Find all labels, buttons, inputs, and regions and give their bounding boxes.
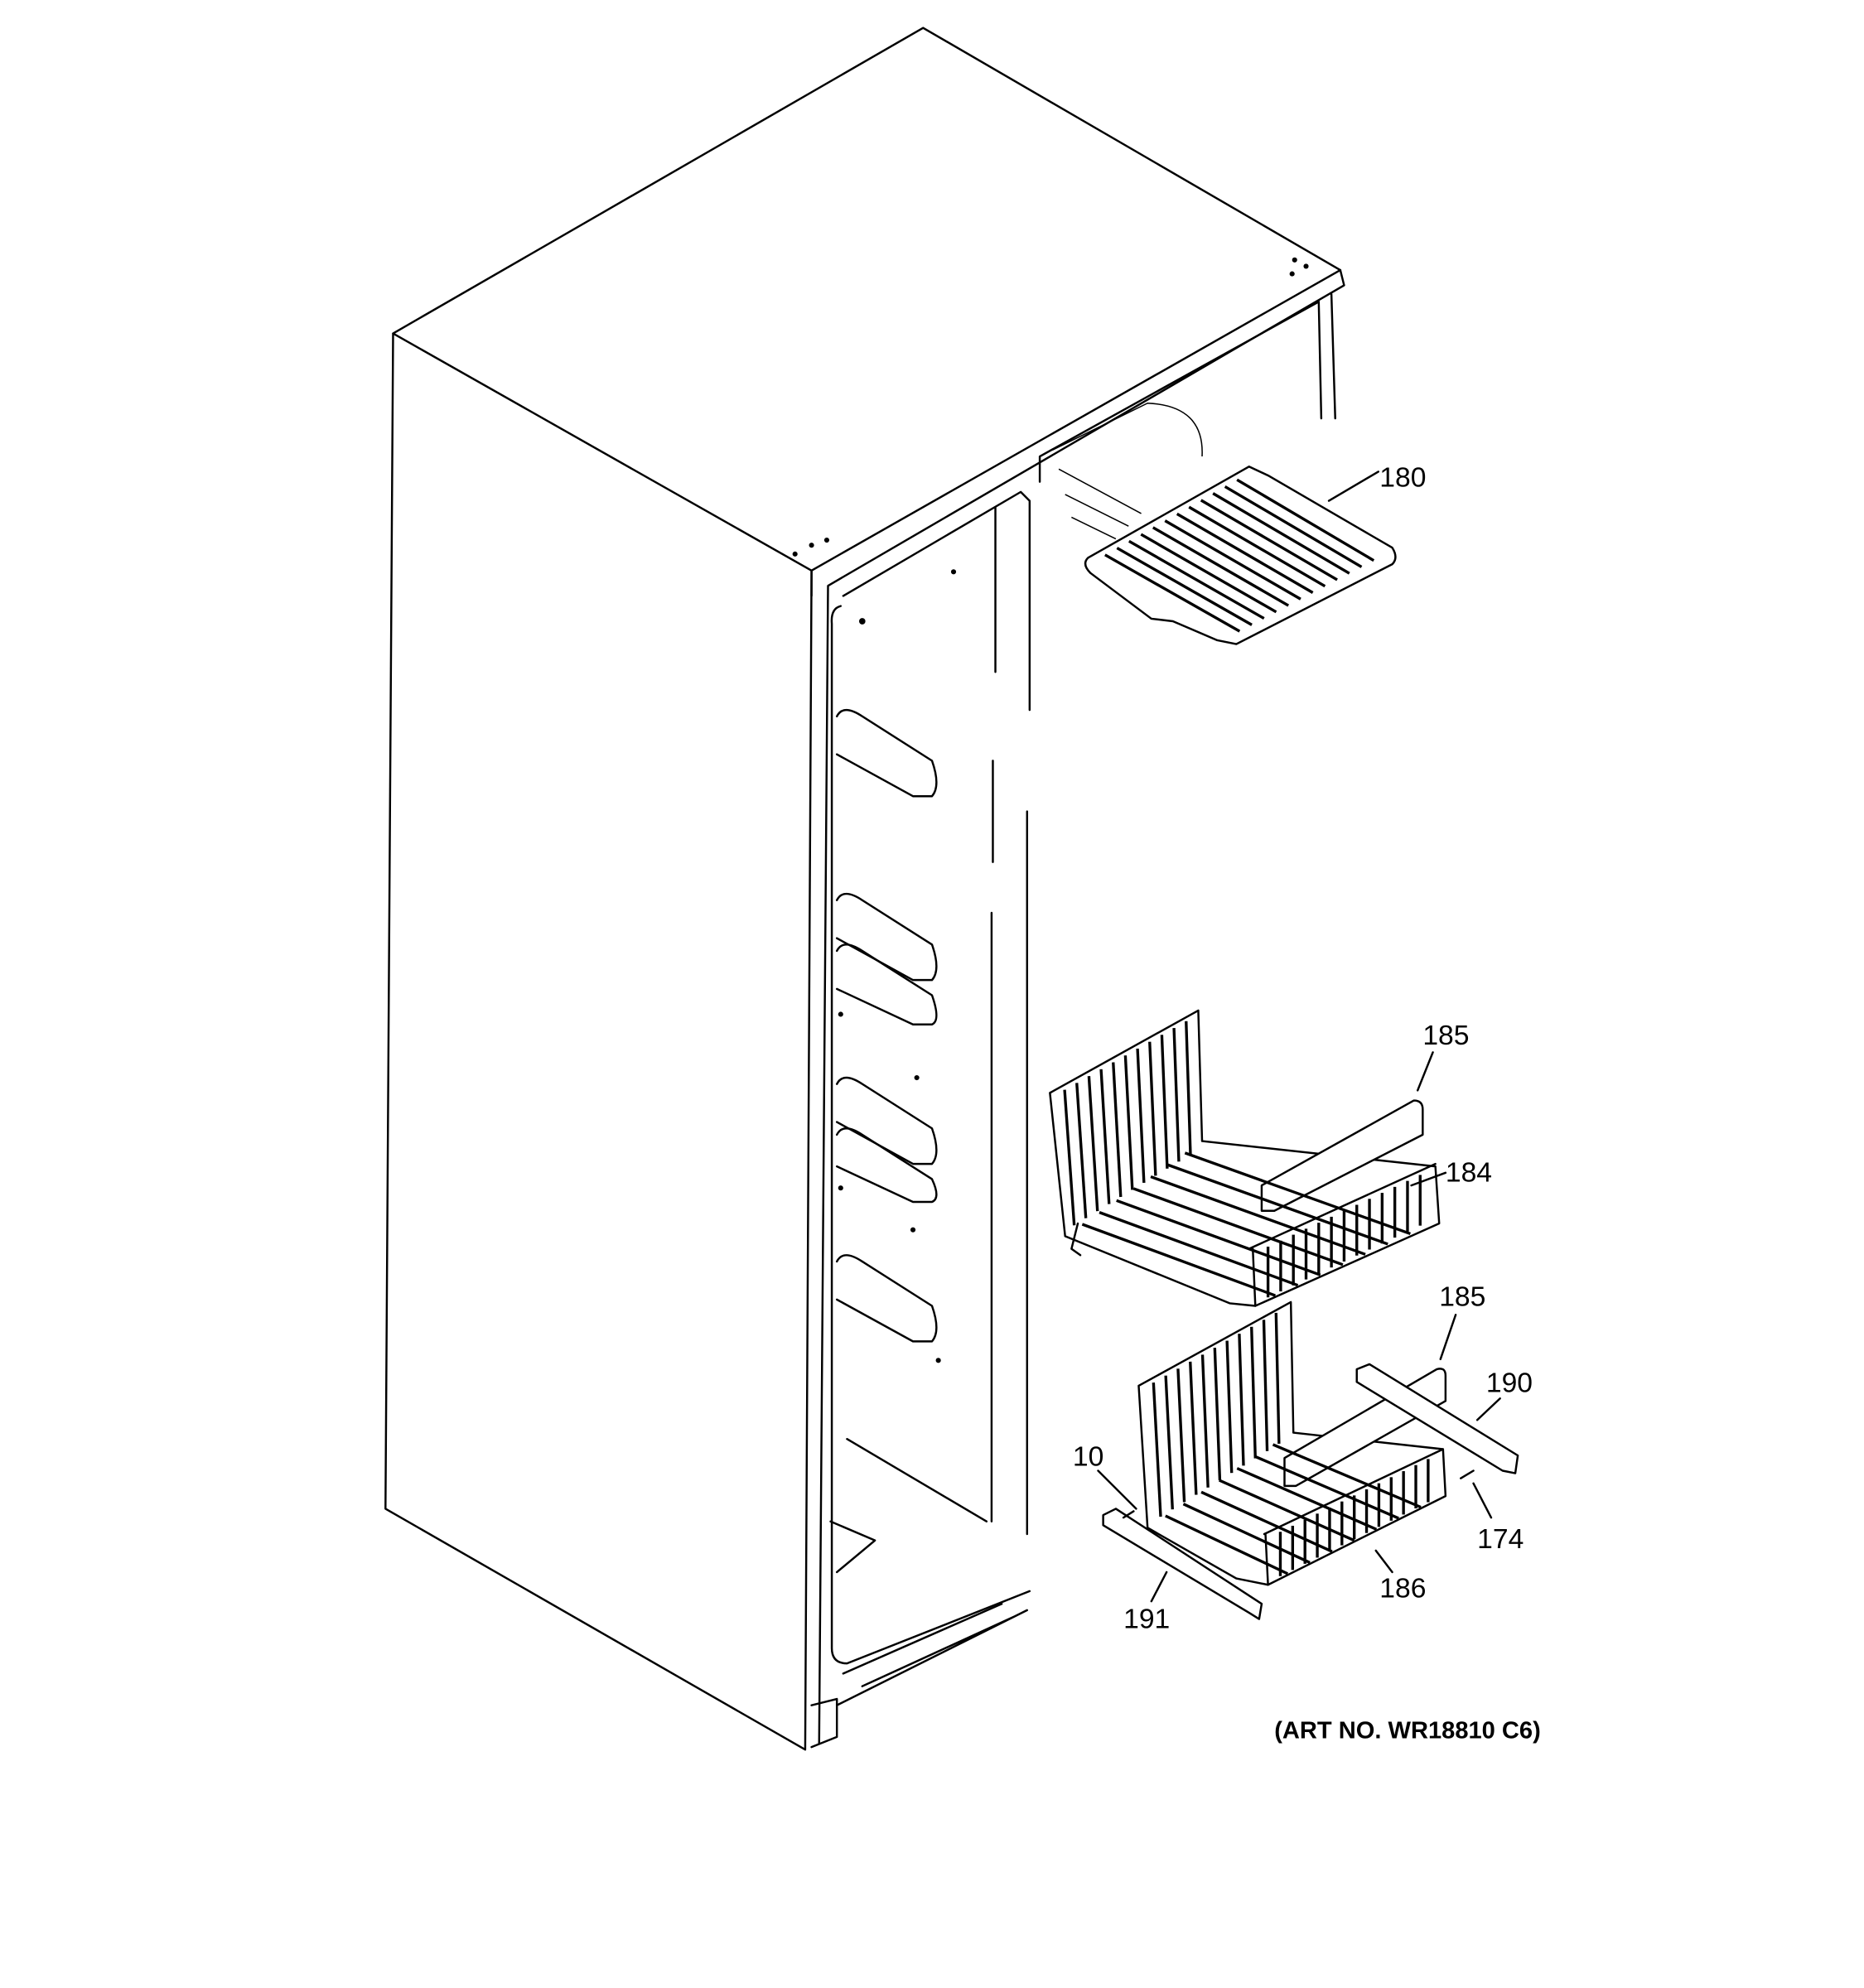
basket-wire bbox=[1136, 1048, 1146, 1184]
shelf-wire bbox=[1104, 553, 1241, 633]
basket-floor-wire bbox=[1081, 1223, 1276, 1297]
basket-wire bbox=[1274, 1312, 1281, 1445]
shelf-wire bbox=[1128, 539, 1265, 620]
label-191: 191 bbox=[1123, 1604, 1170, 1634]
basket-wire bbox=[1189, 1361, 1198, 1495]
basket-floor-wire bbox=[1200, 1490, 1333, 1553]
cabinet-top bbox=[392, 27, 1342, 572]
leader-184 bbox=[1410, 1171, 1447, 1187]
label-10: 10 bbox=[1073, 1441, 1103, 1472]
basket-wire bbox=[1172, 1028, 1181, 1162]
basket-184 bbox=[1049, 1009, 1441, 1307]
leader-191 bbox=[1150, 1571, 1168, 1603]
freezer-ceiling bbox=[1052, 402, 1203, 540]
label-186: 186 bbox=[1379, 1574, 1426, 1604]
handle-185-upper bbox=[1260, 1099, 1424, 1212]
basket-wire bbox=[1148, 1041, 1157, 1176]
basket-floor-wire bbox=[1150, 1175, 1366, 1256]
basket-wire bbox=[1160, 1035, 1169, 1169]
cabinet-left-side bbox=[384, 332, 813, 1751]
basket-wire bbox=[1225, 1340, 1234, 1474]
basket-wire bbox=[1063, 1089, 1076, 1226]
shelf-wire bbox=[1164, 519, 1301, 601]
label-174: 174 bbox=[1477, 1524, 1524, 1555]
basket-floor-wire bbox=[1184, 1151, 1411, 1236]
freezer-liner bbox=[830, 605, 1031, 1665]
liner-top-edge bbox=[842, 301, 1321, 1536]
label-185-lower: 185 bbox=[1439, 1282, 1485, 1313]
leader-185a bbox=[1416, 1051, 1434, 1092]
leader-180 bbox=[1327, 470, 1379, 502]
basket-floor-wire bbox=[1132, 1187, 1344, 1267]
rail-191 bbox=[1102, 1508, 1263, 1620]
basket-wire bbox=[1112, 1062, 1123, 1198]
refrigerator-cabinet bbox=[384, 27, 1345, 1751]
basket-floor-wire bbox=[1272, 1443, 1422, 1509]
shelf-wire bbox=[1236, 478, 1375, 562]
wire-shelf-180 bbox=[1084, 466, 1397, 645]
leader-190 bbox=[1475, 1397, 1501, 1421]
shelf-wire bbox=[1200, 499, 1338, 581]
basket-floor-wire bbox=[1167, 1163, 1388, 1246]
shelf-wire bbox=[1140, 533, 1277, 614]
door-hinge bbox=[810, 1602, 1029, 1749]
basket-wire bbox=[1185, 1021, 1192, 1155]
basket-floor-wire bbox=[1099, 1211, 1299, 1287]
basket-wire bbox=[1099, 1069, 1111, 1204]
basket-wire bbox=[1250, 1326, 1257, 1459]
basket-floor-wire bbox=[1182, 1503, 1311, 1564]
basket-wire bbox=[1238, 1334, 1245, 1466]
basket-wire bbox=[1152, 1382, 1162, 1518]
label-190: 190 bbox=[1486, 1368, 1533, 1399]
shelf-wire bbox=[1152, 526, 1290, 607]
label-185-upper: 185 bbox=[1422, 1021, 1469, 1051]
basket-floor-wire bbox=[1218, 1479, 1355, 1542]
leader-186 bbox=[1374, 1549, 1393, 1574]
basket-floor-wire bbox=[1236, 1467, 1378, 1531]
cabinet-front-frame bbox=[810, 268, 1345, 1744]
frame-right-edge bbox=[1317, 292, 1336, 420]
basket-wire bbox=[1087, 1075, 1099, 1212]
basket-floor-wire bbox=[1254, 1455, 1399, 1520]
liner-bottom bbox=[829, 1438, 988, 1574]
label-184: 184 bbox=[1446, 1158, 1492, 1189]
rail-190 bbox=[1355, 1363, 1519, 1474]
screw-holes bbox=[792, 257, 1309, 1363]
mullion bbox=[990, 506, 997, 1522]
art-number: (ART NO. WR18810 C6) bbox=[1274, 1717, 1541, 1744]
basket-wire bbox=[1213, 1347, 1222, 1481]
basket-floor-wire bbox=[1116, 1199, 1321, 1276]
label-180: 180 bbox=[1379, 463, 1426, 494]
screw-10 bbox=[1122, 1510, 1135, 1519]
basket-186 bbox=[1102, 1300, 1519, 1620]
screw-174 bbox=[1460, 1469, 1475, 1479]
leader-174 bbox=[1472, 1482, 1493, 1519]
leader-lines bbox=[1097, 470, 1501, 1603]
leader-185b bbox=[1439, 1314, 1457, 1361]
basket-wire bbox=[1164, 1375, 1174, 1510]
shelf-wire bbox=[1212, 492, 1350, 575]
basket-wire bbox=[1262, 1320, 1269, 1451]
basket-wire bbox=[1176, 1368, 1186, 1503]
shelf-wire bbox=[1116, 547, 1253, 626]
shelf-wire bbox=[1188, 505, 1326, 588]
leader-10 bbox=[1097, 1469, 1137, 1510]
basket-wire bbox=[1075, 1083, 1088, 1218]
basket-wire bbox=[1123, 1055, 1134, 1190]
door-shelf-rails bbox=[835, 708, 938, 1343]
shelf-wire bbox=[1224, 485, 1363, 568]
basket-floor-wire bbox=[1165, 1514, 1289, 1575]
basket-wire bbox=[1200, 1354, 1210, 1488]
shelf-wire bbox=[1176, 512, 1314, 594]
